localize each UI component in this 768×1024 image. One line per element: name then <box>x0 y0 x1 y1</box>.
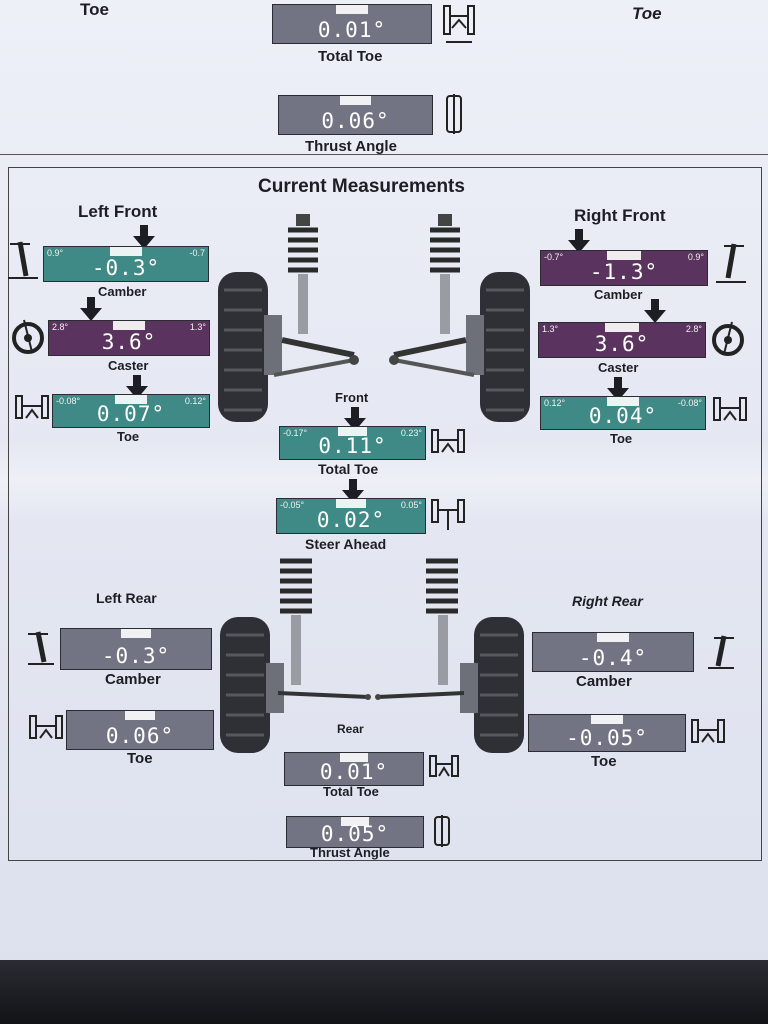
right-front-caster-arrow <box>644 299 666 323</box>
rear-suspension-illustration <box>220 558 524 753</box>
right-front-caster-value: 3.6° <box>594 332 650 356</box>
right-front-camber-min: -0.7° <box>544 252 564 262</box>
printout-sheet <box>0 0 768 968</box>
section-divider <box>0 154 768 155</box>
left-rear-camber-gauge: -0.3° <box>60 628 212 670</box>
vehicle-front-icon <box>443 5 475 43</box>
camber-wheel-icon-right <box>716 243 746 283</box>
top-thrust-angle-label: Thrust Angle <box>305 138 397 155</box>
right-front-camber-max: 0.9° <box>687 252 704 262</box>
steer-ahead-max: 0.05° <box>400 500 422 510</box>
front-total-toe-min: -0.17° <box>283 428 308 438</box>
rear-total-toe-value: 0.01° <box>319 760 389 784</box>
rear-thrust-vehicle-icon <box>434 815 450 847</box>
right-rear-toe-gauge: -0.05° <box>528 714 686 752</box>
right-front-toe-label: Toe <box>610 431 633 446</box>
right-front-toe-min: 0.12° <box>544 398 566 408</box>
front-axle-icon <box>431 429 465 453</box>
rear-total-toe-label: Total Toe <box>323 784 379 799</box>
right-front-toe-value: 0.04° <box>588 404 658 428</box>
left-front-camber-label: Camber <box>98 284 147 299</box>
front-total-toe-label: Total Toe <box>318 461 379 477</box>
steer-ahead-value: 0.02° <box>316 508 386 532</box>
left-front-toe-value: 0.07° <box>96 402 166 426</box>
toe-vehicle-icon <box>15 395 49 419</box>
dark-background <box>0 960 768 1024</box>
left-rear-camber-label: Camber <box>105 671 161 688</box>
rear-toe-icon-right <box>691 719 725 743</box>
left-rear-heading: Left Rear <box>96 590 157 606</box>
right-front-caster-label: Caster <box>598 360 639 375</box>
right-front-camber-label: Camber <box>594 287 643 302</box>
right-front-toe-gauge: 0.12° -0.08° 0.04° <box>540 396 706 430</box>
front-total-toe-gauge: -0.17° 0.23° 0.11° <box>279 426 426 460</box>
rear-thrust-angle-label: Thrust Angle <box>310 845 390 860</box>
rear-thrust-angle-value: 0.05° <box>320 822 390 846</box>
left-rear-toe-gauge: 0.06° <box>66 710 214 750</box>
toe-vehicle-icon-right <box>713 397 747 421</box>
right-rear-toe-value: -0.05° <box>566 726 648 750</box>
right-rear-heading: Right Rear <box>572 593 643 609</box>
front-suspension-illustration <box>218 214 530 422</box>
right-front-camber-gauge: -0.7° 0.9° -1.3° <box>540 250 708 286</box>
right-rear-camber-value: -0.4° <box>578 646 648 670</box>
top-right-toe-label: Toe <box>632 4 662 23</box>
rear-label: Rear <box>337 722 364 736</box>
top-thrust-angle-value: 0.06° <box>321 109 390 133</box>
top-total-toe-label: Total Toe <box>318 48 383 65</box>
left-front-toe-gauge: -0.08° 0.12° 0.07° <box>52 394 210 428</box>
left-front-caster-label: Caster <box>108 358 149 373</box>
caster-wheel-icon-right <box>712 321 744 356</box>
rear-total-toe-gauge: 0.01° <box>284 752 424 786</box>
left-front-toe-max: 0.12° <box>184 396 206 406</box>
thrust-vehicle-icon <box>446 94 462 134</box>
rear-camber-wheel-icon <box>28 631 54 665</box>
current-measurements-title: Current Measurements <box>258 176 465 197</box>
left-front-toe-label: Toe <box>117 429 140 444</box>
rear-camber-wheel-icon-right <box>708 635 734 669</box>
steer-ahead-icon <box>431 499 465 530</box>
rear-thrust-angle-gauge: 0.05° <box>286 816 424 848</box>
left-front-heading: Left Front <box>78 202 158 221</box>
current-measurements-frame <box>8 167 762 861</box>
front-total-toe-max: 0.23° <box>400 428 422 438</box>
top-total-toe-value: 0.01° <box>317 18 387 42</box>
rear-toe-icon <box>29 715 63 739</box>
right-front-camber-arrow <box>568 229 590 253</box>
left-front-caster-min: 2.8° <box>52 322 69 332</box>
right-front-caster-min: 1.3° <box>542 324 559 334</box>
left-rear-toe-label: Toe <box>127 750 153 767</box>
right-rear-camber-gauge: -0.4° <box>532 632 694 672</box>
top-total-toe-gauge: 0.01° <box>272 4 432 44</box>
right-front-caster-max: 2.8° <box>685 324 702 334</box>
left-rear-camber-value: -0.3° <box>101 644 171 668</box>
left-front-caster-value: 3.6° <box>101 330 157 354</box>
right-rear-camber-label: Camber <box>576 673 632 690</box>
right-front-toe-max: -0.08° <box>677 398 702 408</box>
steer-ahead-min: -0.05° <box>280 500 305 510</box>
right-rear-toe-label: Toe <box>591 753 617 770</box>
top-left-toe-label: Toe <box>80 0 109 19</box>
steer-ahead-label: Steer Ahead <box>305 536 387 552</box>
left-front-caster-max: 1.3° <box>189 322 206 332</box>
top-thrust-angle-gauge: 0.06° <box>278 95 433 135</box>
left-front-caster-gauge: 2.8° 1.3° 3.6° <box>48 320 210 356</box>
camber-wheel-icon <box>8 241 38 279</box>
left-front-camber-max: -0.7 <box>189 248 205 258</box>
caster-wheel-icon <box>12 319 44 354</box>
left-front-camber-value: -0.3° <box>91 256 161 280</box>
left-front-camber-min: 0.9° <box>47 248 64 258</box>
left-front-toe-min: -0.08° <box>56 396 81 406</box>
left-front-camber-gauge: 0.9° -0.7 -0.3° <box>43 246 209 282</box>
right-front-camber-value: -1.3° <box>589 260 659 284</box>
left-front-camber-arrow <box>133 225 155 249</box>
right-front-caster-gauge: 1.3° 2.8° 3.6° <box>538 322 706 358</box>
front-total-toe-value: 0.11° <box>318 434 387 458</box>
front-label: Front <box>335 390 369 405</box>
steer-ahead-gauge: -0.05° 0.05° 0.02° <box>276 498 426 534</box>
left-front-caster-arrow <box>80 297 102 321</box>
left-rear-toe-value: 0.06° <box>105 724 175 748</box>
rear-axle-icon <box>429 755 459 777</box>
right-front-heading: Right Front <box>574 206 666 225</box>
